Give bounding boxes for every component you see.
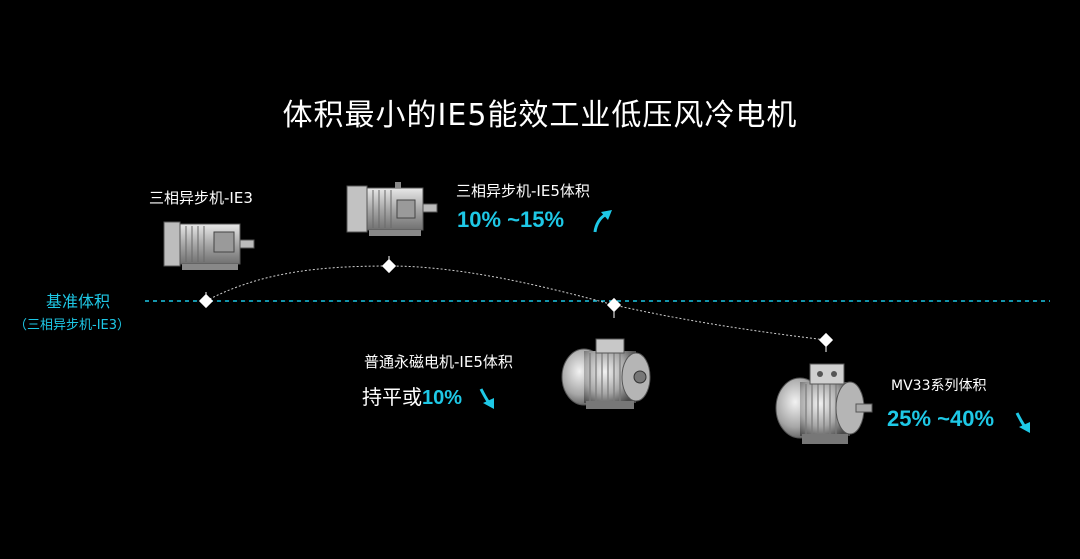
down-arrow-icon	[479, 388, 494, 409]
motor-mv33-image	[775, 363, 873, 444]
marker-mv33	[818, 332, 834, 352]
marker-ie3	[198, 292, 214, 309]
ie5-async-label: 三相异步机-IE5体积	[456, 182, 590, 200]
up-arrow-icon	[593, 210, 612, 233]
marker-ie5-async	[381, 256, 397, 274]
mv33-label: MV33系列体积	[891, 378, 987, 394]
mv33-change: 25% ~40%	[887, 406, 995, 431]
motor-pm-image	[561, 338, 651, 409]
down-arrow-icon	[1015, 412, 1030, 433]
motor-ie3-image	[163, 221, 255, 270]
volume-trend-curve	[205, 265, 827, 341]
ie5-async-change: 10% ~15%	[457, 207, 565, 232]
ie3-label: 三相异步机-IE3	[149, 189, 253, 207]
marker-pm-ie5	[606, 297, 622, 318]
pm-ie5-label: 普通永磁电机-IE5体积	[364, 353, 513, 371]
pm-ie5-change: 10%	[422, 387, 463, 409]
baseline-sublabel: （三相异步机-IE3）	[14, 318, 131, 333]
baseline-label: 基准体积	[45, 292, 110, 311]
motor-ie5-image	[346, 182, 438, 236]
page-title: 体积最小的IE5能效工业低压风冷电机	[282, 98, 798, 133]
pm-ie5-change-row: 持平或10%	[362, 381, 462, 410]
pm-ie5-change-prefix: 持平或	[362, 385, 422, 409]
